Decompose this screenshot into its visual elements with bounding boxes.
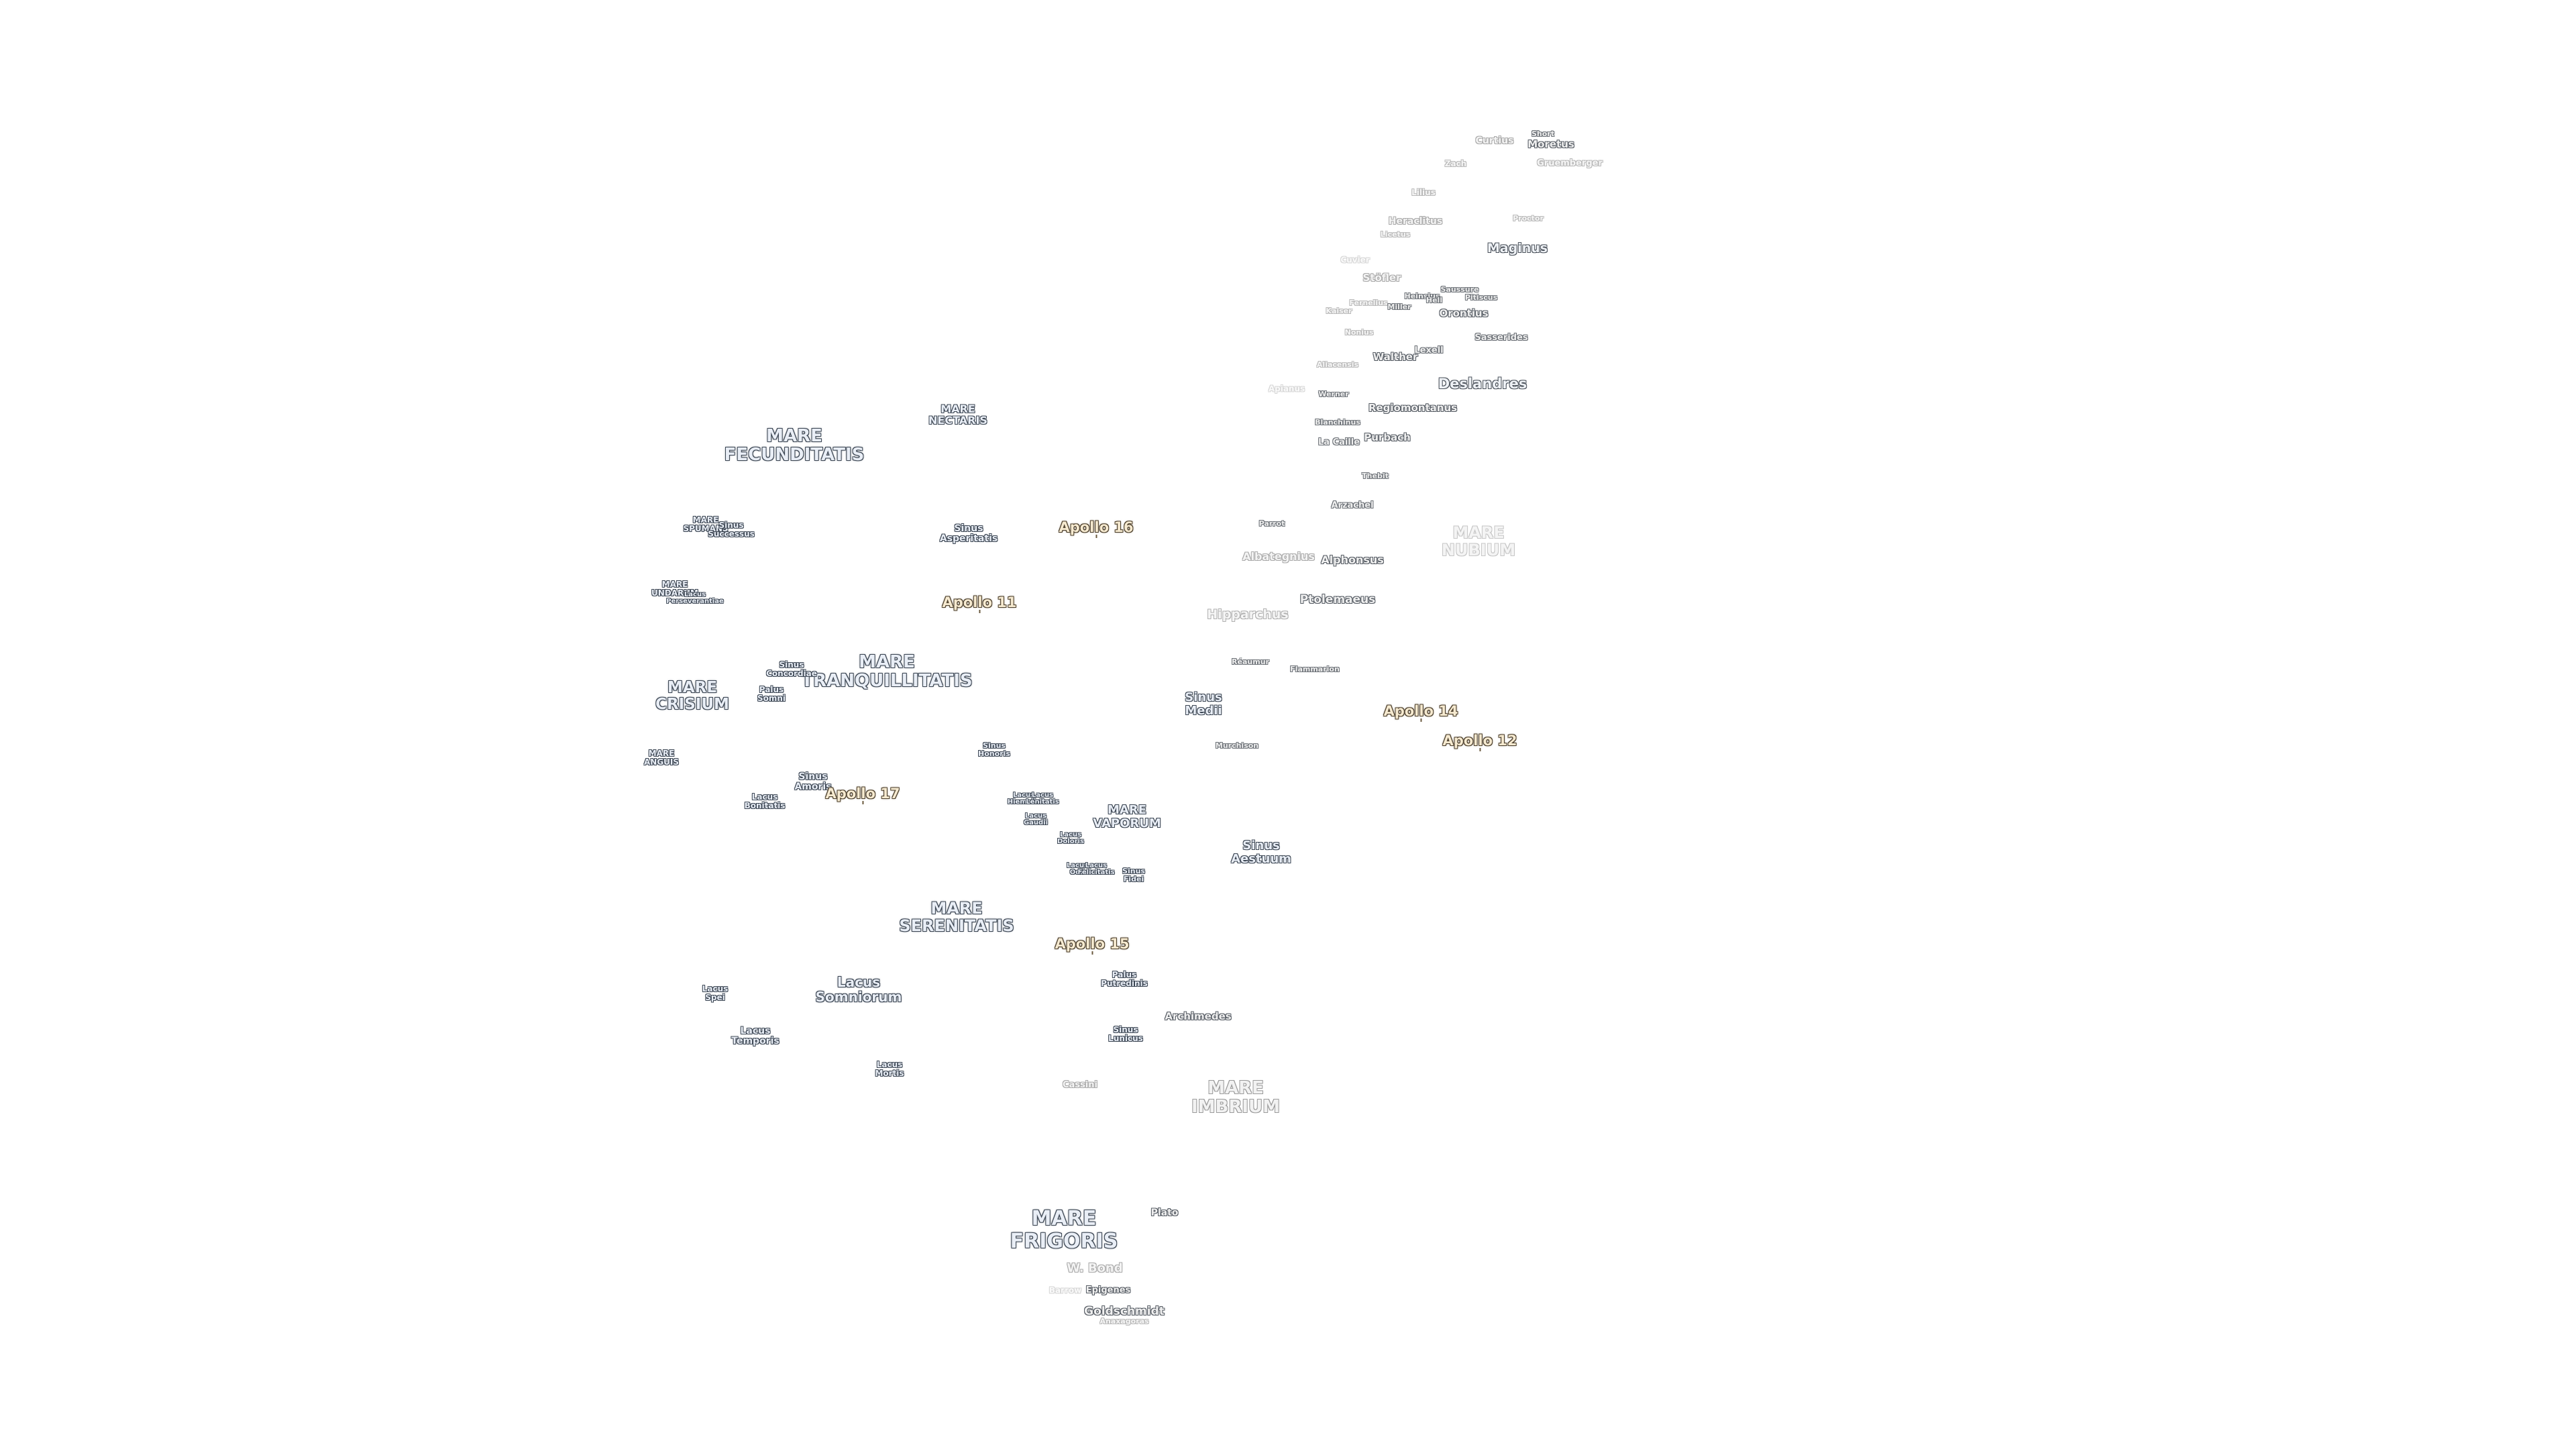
label-mare-nubium: MARE NUBIUM [1441, 523, 1516, 559]
label-lacus-somniorum: Lacus Somniorum [815, 974, 902, 1005]
label-epigenes: Epigenes [1085, 1285, 1131, 1295]
label-regiomontanus: Regiomontanus [1368, 402, 1458, 414]
label-mare-crisium: MARE CRISIUM [655, 679, 729, 713]
label-orontius: Orontius [1439, 307, 1489, 319]
label-licetus: Licetus [1380, 230, 1411, 239]
label-lilius: Lilius [1411, 188, 1436, 197]
label-saussure: Saussure [1440, 285, 1479, 294]
label-aliacensis: Aliacensis [1316, 360, 1359, 369]
label-apollo-14: Apollo 14 [1383, 703, 1458, 722]
label-lacus-temporis: Lacus Temporis [731, 1026, 780, 1046]
label-stoefler: Stöfler [1362, 272, 1401, 284]
label-mare-anguis: MARE ANGUIS [643, 749, 680, 767]
label-lacus-perseverantiae: Lacus Perseverantiae [666, 591, 724, 605]
label-lexell: Lexell [1414, 345, 1444, 356]
label-sinus-medii: Sinus Medii [1185, 690, 1222, 718]
label-mare-serenitatis: MARE SERENITATIS [899, 899, 1014, 935]
label-werner: Werner [1318, 390, 1349, 398]
label-mare-tranquillitatis: MARE TRANQUILLITATIS [801, 652, 973, 691]
label-apollo-17: Apollo 17 [825, 786, 900, 804]
label-cassini: Cassini [1063, 1080, 1097, 1090]
label-flammarion: Flammarion [1290, 665, 1340, 674]
label-murchison: Murchison [1215, 741, 1259, 750]
label-gruemberger: Gruemberger [1537, 158, 1603, 168]
label-thebit: Thebit [1362, 472, 1389, 480]
label-mare-nectaris: MARE NECTARIS [928, 402, 987, 427]
label-walther: Walther [1373, 351, 1418, 363]
label-mare-fecunditatis: MARE FECUNDITATIS [724, 426, 865, 465]
label-mare-spumans: MARE SPUMANS [683, 515, 729, 533]
label-plato: Plato [1150, 1208, 1179, 1218]
label-parrot: Parrot [1258, 519, 1285, 528]
label-blanchinus: Blanchinus [1315, 418, 1360, 427]
label-lacus-gaudii: Lacus Gaudii [1023, 812, 1049, 826]
label-ptolemaeus: Ptolemaeus [1299, 593, 1376, 606]
label-reaumur: Réaumur [1232, 657, 1269, 666]
label-lacus-lenitatis: Lacus Lenitatis [1026, 792, 1059, 806]
label-lacus-spei: Lacus Spei [702, 984, 729, 1002]
label-palus-putredinis: Palus Putredinis [1101, 970, 1148, 988]
label-moretus: Moretus [1527, 138, 1574, 150]
label-purbach: Purbach [1364, 431, 1411, 443]
label-sinus-asperitatis: Sinus Asperitatis [939, 523, 998, 544]
label-apollo-11: Apollo 11 [942, 594, 1017, 613]
label-alphonsus: Alphonsus [1321, 553, 1384, 566]
label-hell: Hell [1426, 296, 1443, 305]
label-kaiser: Kaiser [1326, 307, 1352, 315]
label-mare-imbrium: MARE IMBRIUM [1191, 1078, 1281, 1117]
label-short: Short [1532, 129, 1554, 138]
label-heinsius: Heinsius [1404, 292, 1440, 301]
label-mare-frigoris: MARE FRIGORIS [1010, 1207, 1118, 1253]
label-mare-undarum: MARE UNDARUM [651, 580, 698, 598]
label-maginus: Maginus [1487, 241, 1548, 256]
label-anaxagoras: Anaxagoras [1099, 1317, 1149, 1326]
label-sasserides: Sasserides [1474, 333, 1528, 343]
label-pitiscus: Pitiscus [1464, 293, 1498, 302]
label-goldschmidt: Goldschmidt [1084, 1305, 1165, 1318]
label-apollo-16: Apollo 16 [1059, 519, 1134, 538]
label-nonius: Nonius [1344, 328, 1374, 337]
label-sinus-concordiae: Sinus Concordiae [766, 660, 817, 678]
label-sinus-lunicus: Sinus Lunicus [1108, 1025, 1143, 1043]
label-archimedes: Archimedes [1165, 1010, 1232, 1022]
label-sinus-aestuum: Sinus Aestuum [1231, 839, 1291, 866]
label-palus-somni: Palus Somni [757, 685, 786, 703]
label-curtius: Curtius [1475, 136, 1514, 146]
label-proctor: Proctor [1513, 214, 1544, 223]
label-sinus-honoris: Sinus Honoris [978, 741, 1010, 758]
label-mare-vaporum: MARE VAPORUM [1093, 803, 1161, 830]
label-fernelius: Fernelius [1349, 299, 1388, 307]
label-apollo-12: Apollo 12 [1442, 733, 1517, 751]
label-zach: Zach [1444, 159, 1467, 168]
label-lacus-mortis: Lacus Mortis [875, 1060, 904, 1078]
label-lacus-odii: Lacus Odii [1066, 862, 1089, 876]
label-lacus-doloris: Lacus Doloris [1057, 831, 1084, 845]
label-hipparchus: Hipparchus [1207, 607, 1289, 622]
label-deslandres: Deslandres [1438, 376, 1527, 392]
label-sinus-successus: Sinus Successus [708, 521, 755, 539]
label-lacus-felicitatis: Lacus Felicitatis [1077, 862, 1115, 876]
label-cuvier: Cuvier [1340, 255, 1370, 265]
label-miller: Miller [1387, 303, 1411, 311]
label-barrow: Barrow [1049, 1285, 1082, 1295]
label-apollo-15: Apollo 15 [1055, 936, 1130, 955]
label-w-bond: W. Bond [1067, 1261, 1123, 1275]
label-apianus: Apianus [1268, 384, 1305, 394]
label-la-caille: La Caille [1318, 437, 1360, 447]
label-arzachel: Arzachel [1331, 500, 1374, 511]
label-albategnius: Albategnius [1242, 550, 1315, 563]
label-lacus-hiemalis: Lacus Hiemalis [1007, 792, 1040, 806]
label-sinus-amoris: Sinus Amoris [794, 771, 832, 792]
label-lacus-bonitatis: Lacus Bonitatis [744, 792, 786, 810]
label-sinus-fidei: Sinus Fidei [1122, 867, 1145, 883]
label-heraclitus: Heraclitus [1388, 216, 1443, 227]
